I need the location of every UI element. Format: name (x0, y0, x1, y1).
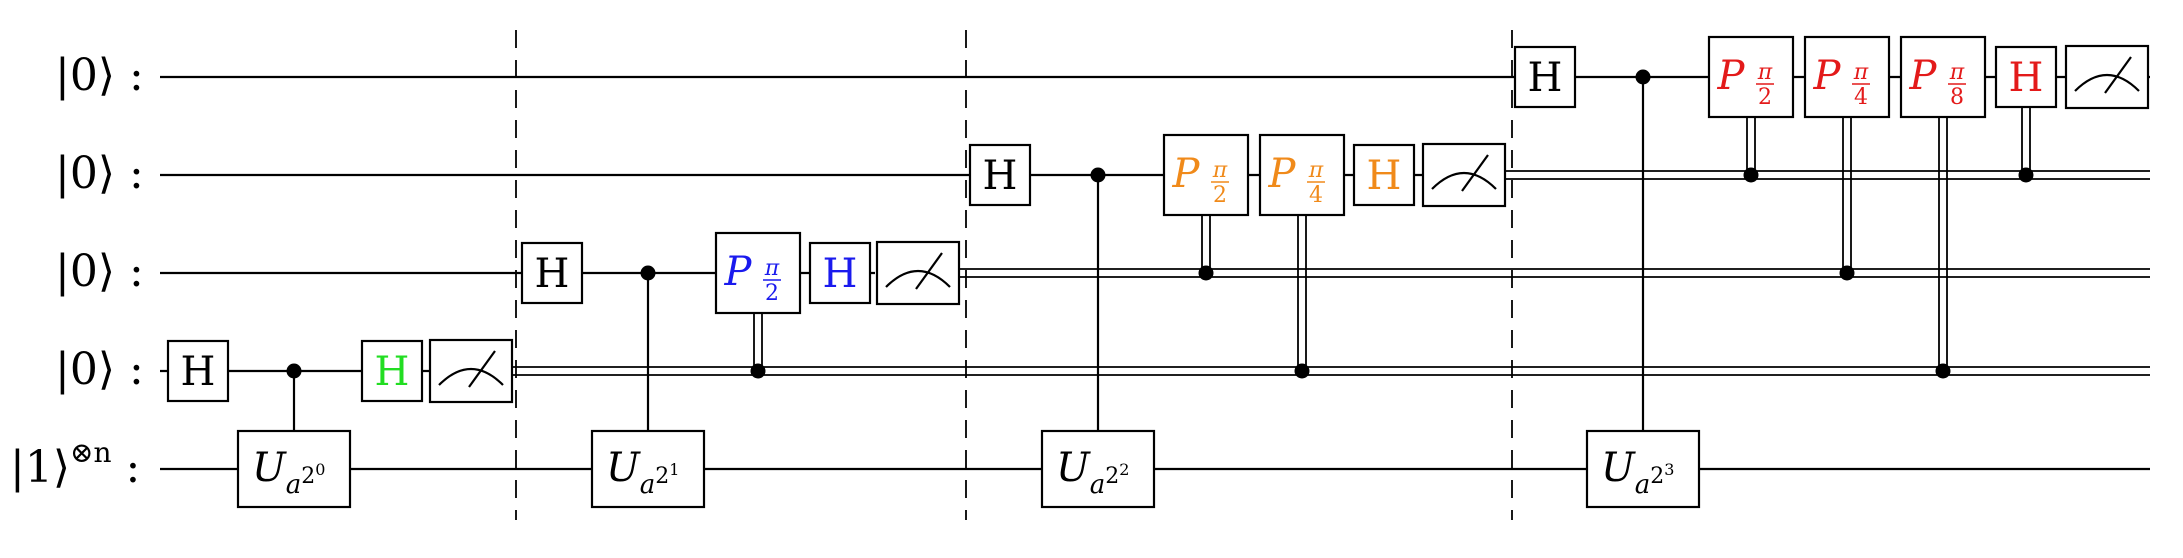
stage-3-phase-gate-2-base: P (1909, 53, 1938, 99)
stage-2-phase-gate-0-denominator: 2 (1213, 183, 1227, 208)
stage-1-hadamard-gate-label: H (535, 251, 570, 297)
stage-3-phase-gate-0-numerator: π (1757, 60, 1773, 85)
stage-3-final-hadamard-gate-label: H (2009, 55, 2044, 101)
stage-3-phase-gate-0-base: P (1717, 53, 1746, 99)
stage-0-hadamard-gate-label: H (181, 349, 216, 395)
qubit-labels: |0⟩ : |0⟩ : |0⟩ : |0⟩ : |1⟩⊗n : (10, 50, 144, 493)
stage-2-hadamard-gate: H (968, 143, 1032, 207)
stage-1-phase-gate-0-base: P (724, 249, 753, 295)
stage-2-phase-gate-1-numerator: π (1308, 158, 1324, 183)
stage-3-hadamard-gate-label: H (1528, 55, 1563, 101)
qubit-label-4: |1⟩⊗n : (10, 436, 140, 493)
stage-1-control-dot-icon (640, 265, 656, 281)
stage-2-control-dot-icon (1090, 167, 1106, 183)
qubit-label-2: |0⟩ : (55, 246, 144, 297)
qubit-label-3: |0⟩ : (55, 344, 144, 395)
stage-3-unitary-gate-label: Ua23 (1601, 445, 1674, 500)
stage-0-meter-icon (428, 338, 514, 404)
stage-3-final-hadamard-gate: H (1994, 45, 2058, 109)
stage-3-phase-2-control-dot-icon (1935, 363, 1951, 379)
stage-3-phase-gate-2-denominator: 8 (1950, 85, 1964, 110)
stage-1-phase-gate-0-numerator: π (764, 256, 780, 281)
stage-3-phase-1-control-dot-icon (1839, 265, 1855, 281)
stage-1-final-hadamard-gate-label: H (823, 251, 858, 297)
stage-3-control-dot-icon (1635, 69, 1651, 85)
stage-2-unitary-gate-label: Ua22 (1056, 445, 1129, 500)
stage-1-phase-gate-0-denominator: 2 (765, 281, 779, 306)
stage-3-phase-gate-1-numerator: π (1853, 60, 1869, 85)
stage-0-unitary-gate-label: Ua20 (252, 445, 325, 500)
stage-3-phase-gate-2-numerator: π (1949, 60, 1965, 85)
stage-separators (515, 30, 1513, 520)
stage-0-final-hadamard-gate-label: H (375, 349, 410, 395)
stage-2-phase-1-control-dot-icon (1294, 363, 1310, 379)
stage-2-meter-icon (1421, 142, 1507, 208)
stage-2-final-hadamard-gate-label: H (1367, 153, 1402, 199)
stage-2-phase-gate-0-base: P (1172, 151, 1201, 197)
stage-1-unitary-gate-label: Ua21 (606, 445, 679, 500)
stage-2-phase-0-control-dot-icon (1198, 265, 1214, 281)
stage-3-phase-gate-1-base: P (1813, 53, 1842, 99)
stage-2-phase-gate-0-numerator: π (1212, 158, 1228, 183)
stage-1-meter-icon (875, 240, 961, 306)
stage-1-phase-0-control-dot-icon (750, 363, 766, 379)
qubit-label-0: |0⟩ : (55, 50, 144, 101)
stage-2-phase-gate-1-denominator: 4 (1309, 183, 1323, 208)
stage-2-phase-gate-1-base: P (1268, 151, 1297, 197)
stage-0-unitary-gate: Ua20 (236, 429, 352, 509)
stage-2-unitary-gate: Ua22 (1040, 429, 1156, 509)
stage-3-meter-icon (2064, 44, 2150, 110)
stage-3-phase-gate-1-denominator: 4 (1854, 85, 1868, 110)
stage-3-phase-gate-0-denominator: 2 (1758, 85, 1772, 110)
stage-3-final-h-control-dot-icon (2018, 167, 2034, 183)
stage-1-final-hadamard-gate: H (808, 241, 872, 305)
stage-1-unitary-gate: Ua21 (590, 429, 706, 509)
stage-3-phase-0-control-dot-icon (1743, 167, 1759, 183)
stage-3-unitary-gate: Ua23 (1585, 429, 1701, 509)
stage-0-hadamard-gate: H (166, 339, 230, 403)
stage-0-final-hadamard-gate: H (360, 339, 424, 403)
stage-2-final-hadamard-gate: H (1352, 143, 1416, 207)
stage-2-hadamard-gate-label: H (983, 153, 1018, 199)
qubit-label-1: |0⟩ : (55, 148, 144, 199)
stage-1-hadamard-gate: H (520, 241, 584, 305)
stage-0-control-dot-icon (286, 363, 302, 379)
stage-3-hadamard-gate: H (1513, 45, 1577, 109)
